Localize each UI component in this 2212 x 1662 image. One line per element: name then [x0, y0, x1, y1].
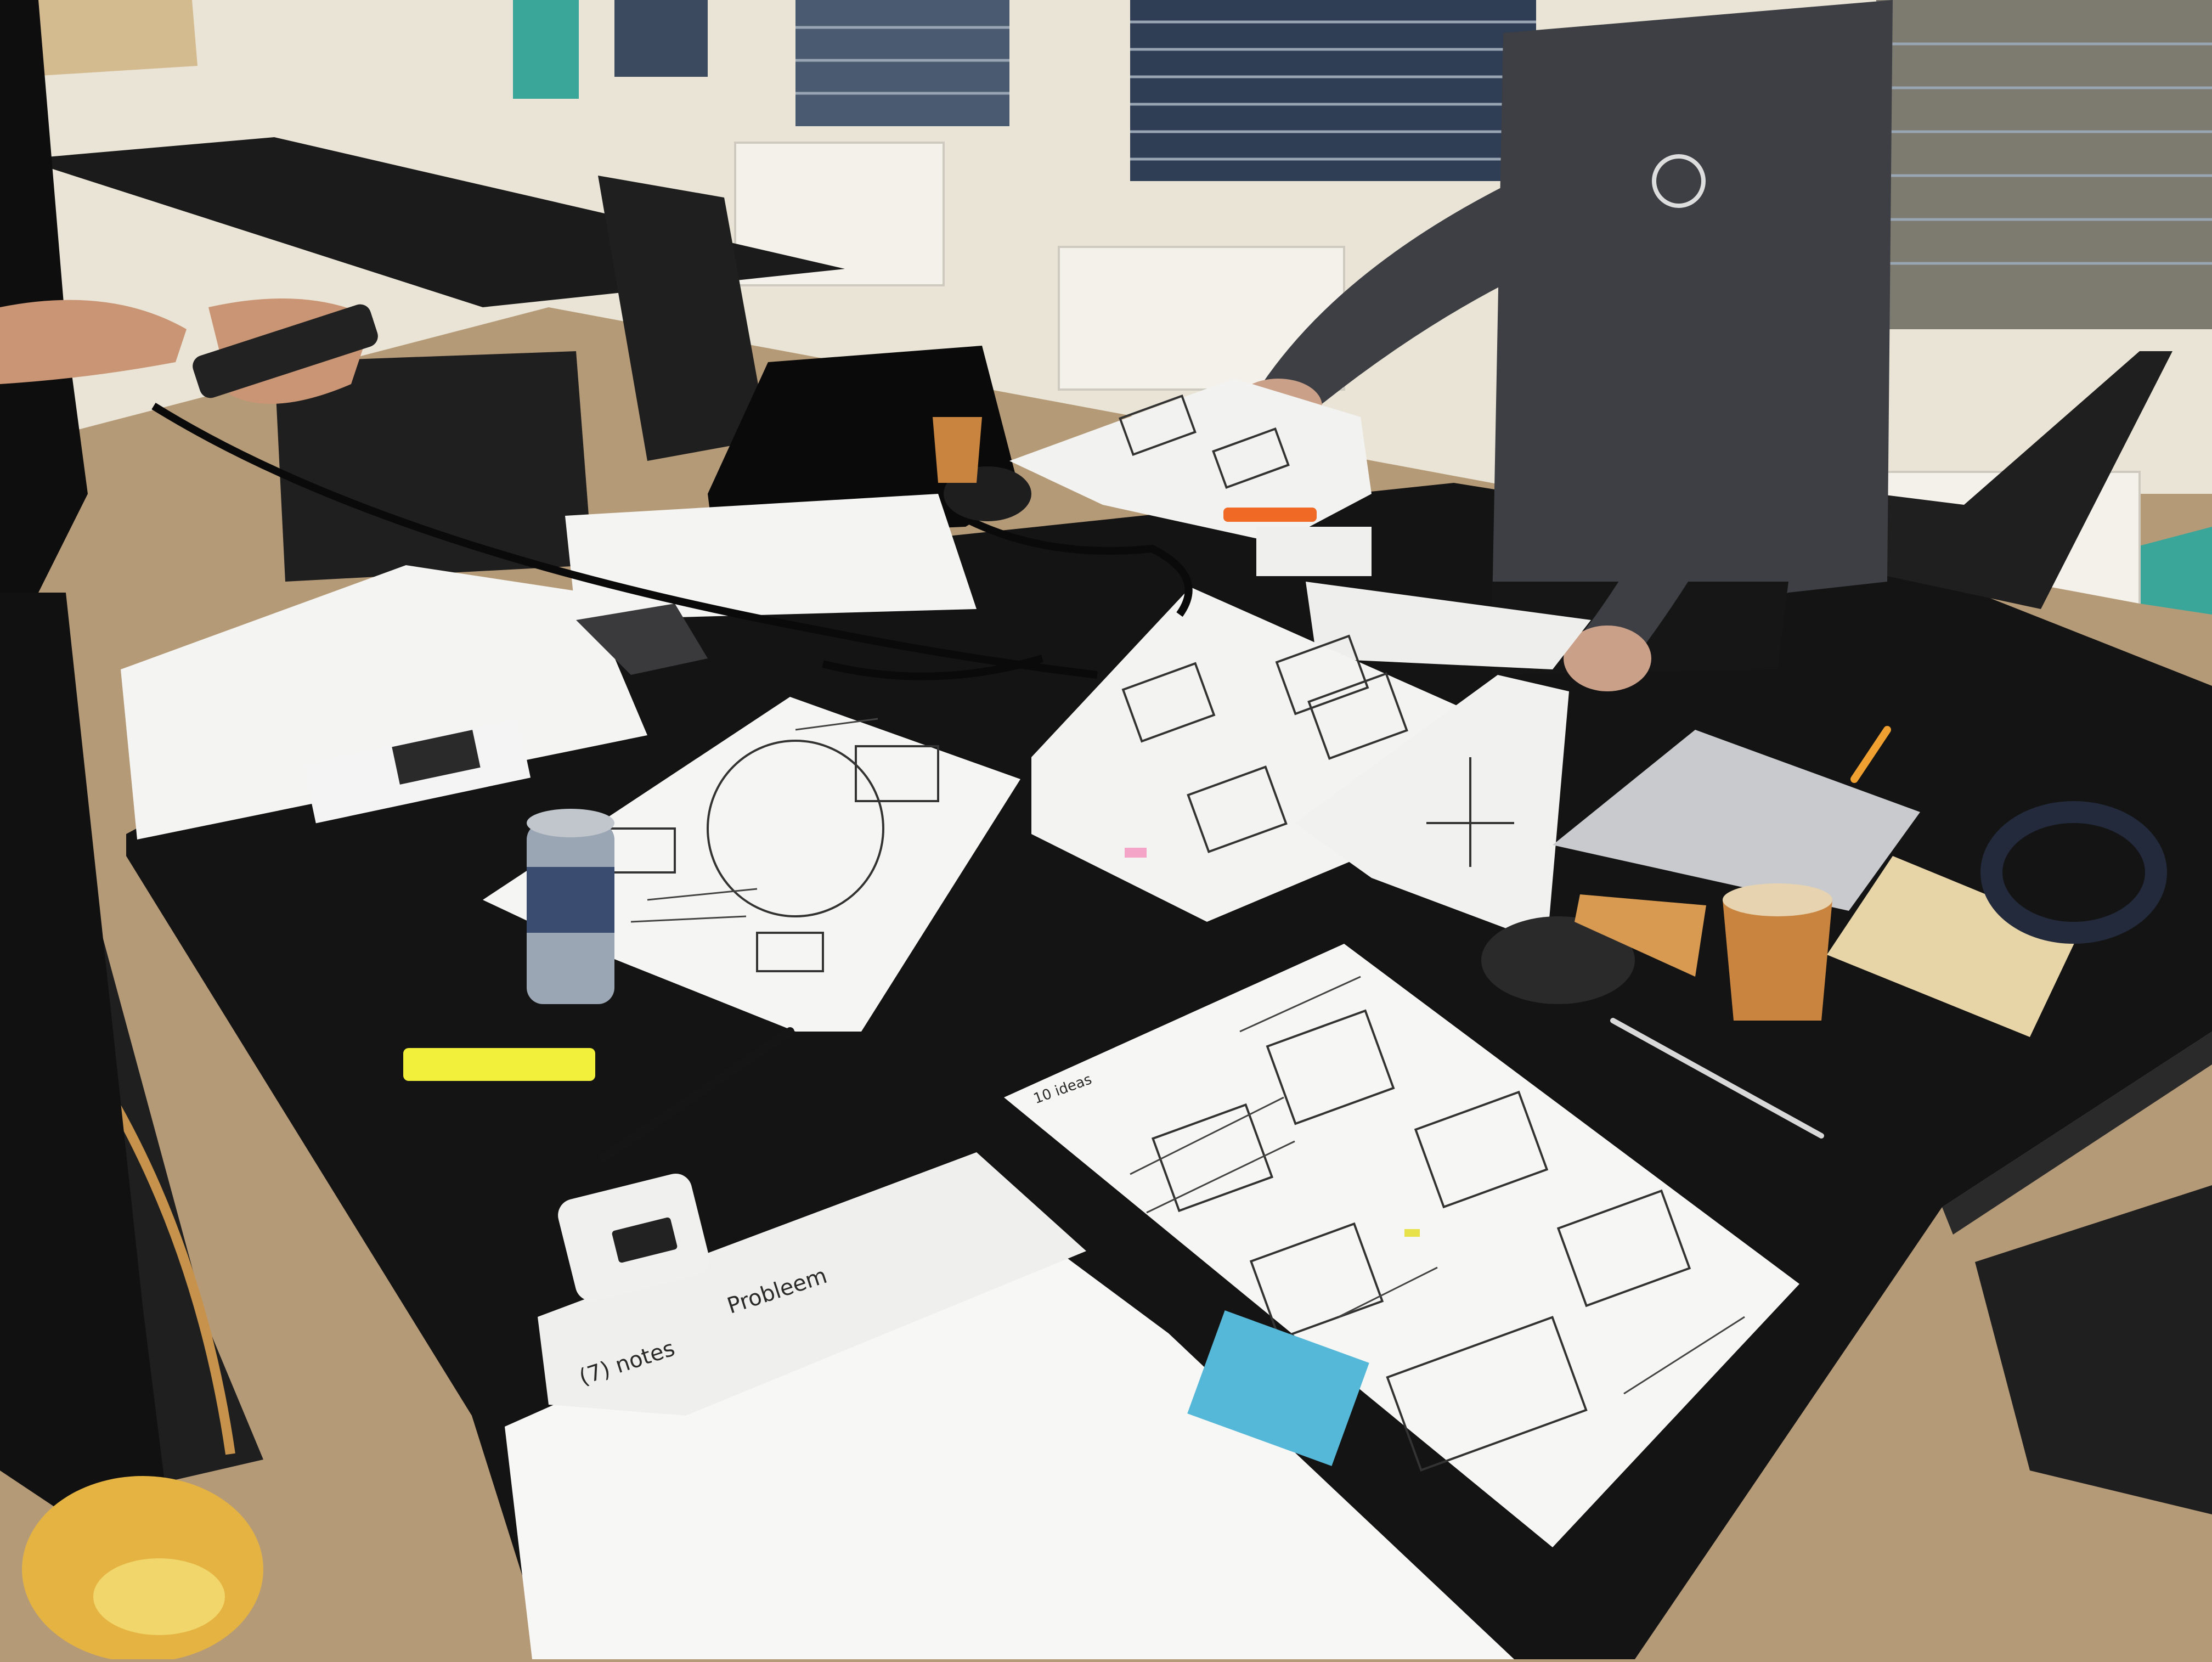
sketch-drawings — [608, 395, 1691, 1472]
yellow-highlighter — [403, 1048, 595, 1081]
cables-and-headphones-back — [151, 403, 1193, 680]
computer-mouse — [1481, 916, 1635, 1004]
sketch-sheet-main — [1004, 944, 1799, 1547]
sketch-sheet-right — [1295, 675, 1569, 944]
closed-laptop-dark — [576, 604, 708, 675]
blank-paper-1 — [565, 494, 977, 620]
blank-paper-2 — [121, 565, 647, 840]
beige-notebook — [1827, 856, 2079, 1037]
pink-tab — [1125, 848, 1147, 858]
window-blinds — [795, 20, 2212, 265]
closed-laptop — [1553, 730, 1920, 911]
kitchen-timer — [558, 1173, 709, 1302]
marker-box — [303, 718, 531, 824]
yellow-tab — [1404, 1229, 1420, 1237]
person-right — [1234, 0, 1893, 691]
white-box-right — [1256, 527, 1372, 576]
blue-sticky-notes — [1187, 1310, 1369, 1466]
paper-cup-back — [933, 417, 982, 483]
main-table-edge — [1942, 1032, 2212, 1235]
pens — [599, 726, 1891, 1162]
energy-drink-can — [527, 809, 614, 1004]
paper-cup-right — [1723, 883, 1832, 1021]
blank-paper-3 — [1306, 582, 1591, 669]
window-left — [614, 0, 2212, 329]
background-table-2 — [22, 0, 198, 77]
blank-paper-front-under — [538, 1152, 1086, 1416]
black-jacket — [708, 346, 1020, 538]
orange-highlighter — [1223, 508, 1317, 522]
paper-cup-tipped — [1575, 894, 1706, 977]
smartphone — [193, 304, 378, 398]
sketch-sheet-left — [483, 697, 1020, 1032]
teal-pillar-left — [513, 0, 579, 99]
hoodie-logo — [1652, 154, 1706, 208]
hand-with-phone — [0, 298, 378, 404]
handwritten-lines — [630, 718, 1745, 1395]
sketch-sheet-back — [1009, 379, 1372, 543]
headphones — [1980, 801, 2167, 944]
